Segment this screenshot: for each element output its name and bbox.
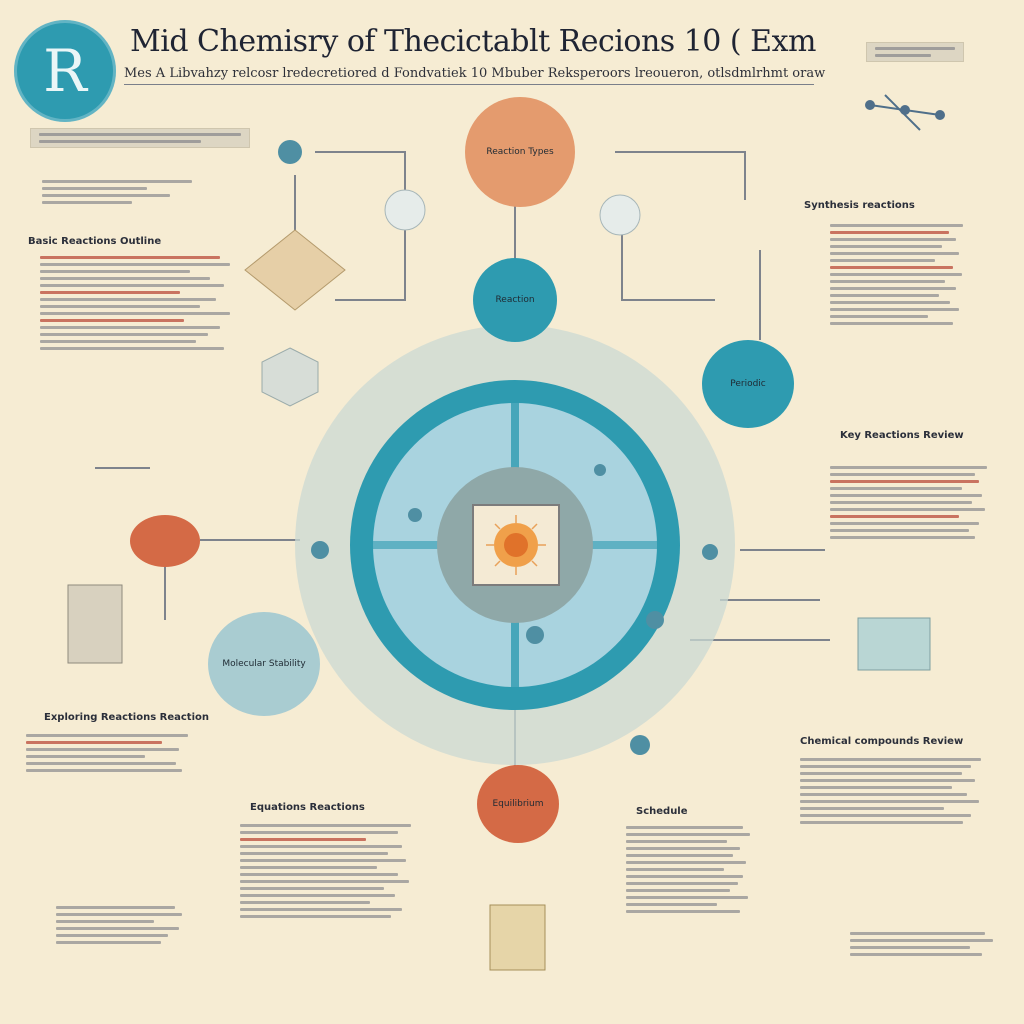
book-icon — [67, 584, 123, 664]
page-subtitle: Mes A Libvahzy relcosr lredecretiored d … — [124, 66, 826, 81]
bubble-periodic: Periodic — [702, 340, 794, 428]
bottom-mid-list — [240, 824, 420, 918]
top-left-lines — [42, 180, 192, 204]
connector-lines — [95, 151, 830, 770]
right-top-list — [830, 224, 970, 325]
right-top-heading: Synthesis reactions — [804, 200, 915, 211]
left-mid-list — [26, 734, 196, 772]
top-right-banner — [866, 42, 964, 62]
node-circle — [384, 189, 426, 231]
diamond-node — [244, 229, 346, 311]
bubble-molecular-stability: Molecular Stability — [208, 612, 320, 716]
beaker-icon — [857, 617, 931, 671]
bottom-right-list — [626, 826, 756, 913]
apparatus-icon — [489, 904, 546, 971]
bubble-reaction: Reaction — [473, 258, 557, 342]
node-circle — [599, 194, 641, 236]
top-left-banner — [30, 128, 250, 148]
molecule-icon — [865, 94, 945, 131]
page-title: Mid Chemisry of Thecictablt Recions 10 (… — [130, 24, 816, 59]
bubble-reaction-types: Reaction Types — [465, 97, 575, 207]
left-list — [40, 256, 240, 350]
right-low-list — [800, 758, 990, 824]
right-low-heading: Chemical compounds Review — [800, 736, 964, 747]
bubble-equilibrium: Equilibrium — [477, 765, 559, 843]
right-mid-list — [830, 466, 995, 539]
left-mid-heading: Exploring Reactions Reaction — [44, 712, 209, 723]
bottom-mid-heading: Equations Reactions — [250, 802, 365, 813]
right-mid-heading: Key Reactions Review — [840, 430, 964, 441]
left-heading: Basic Reactions Outline — [28, 236, 162, 247]
hex-node — [261, 347, 319, 407]
ring-nodes — [278, 140, 718, 755]
logo-letter: R — [43, 37, 87, 105]
sun-rays — [486, 515, 546, 575]
bottom-left-list — [56, 906, 196, 944]
bottom-right-footer — [850, 932, 1000, 956]
title-rule — [124, 84, 814, 85]
bottom-right-heading: Schedule — [636, 806, 688, 817]
logo-badge: R — [14, 20, 116, 122]
bubble-left-red — [130, 515, 200, 567]
